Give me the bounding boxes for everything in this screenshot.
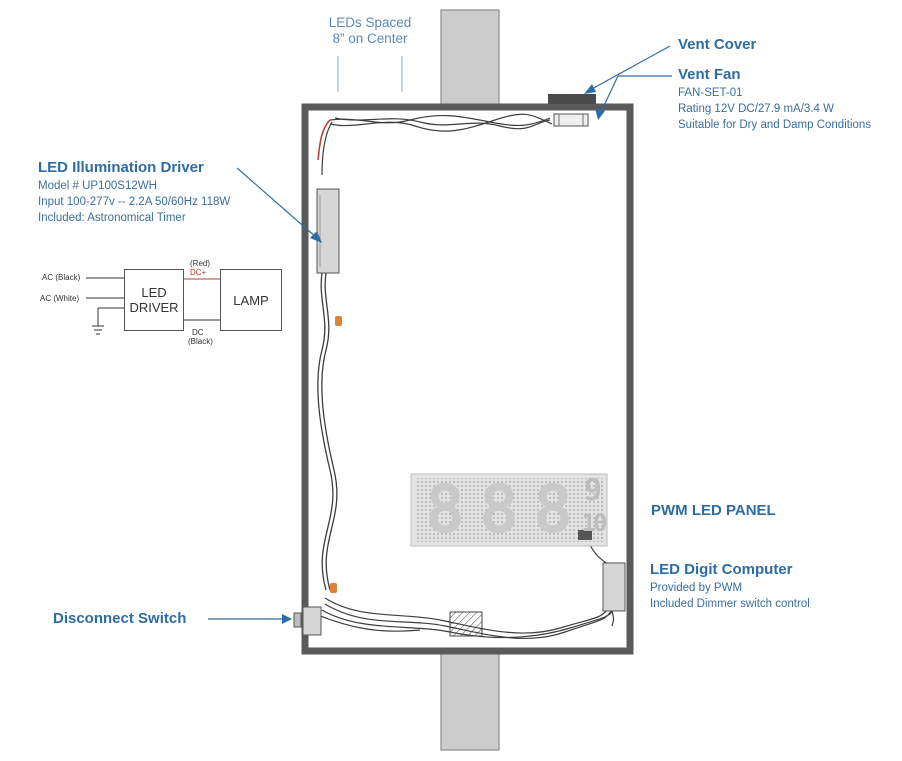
- panel-fraction-bottom: 10: [581, 509, 608, 537]
- pwm-panel-title: PWM LED PANEL: [651, 502, 776, 519]
- digit-computer-title: LED Digit Computer: [650, 561, 793, 578]
- red-label: (Red): [190, 259, 211, 268]
- lamp-box-label: LAMP: [233, 292, 269, 308]
- led-driver-box: LED DRIVER: [124, 269, 184, 331]
- digit-computer-line: Provided by PWM: [650, 582, 743, 594]
- panel-digit: 8: [533, 471, 573, 548]
- vent-cover-title: Vent Cover: [678, 36, 757, 53]
- left-cable-run: [317, 272, 338, 591]
- disconnect-switch-box: [302, 606, 322, 636]
- lamp-box: LAMP: [220, 269, 282, 331]
- disconnect-switch-title: Disconnect Switch: [53, 610, 187, 627]
- pole-top: [440, 9, 500, 107]
- vent-fan-title: Vent Fan: [678, 66, 741, 83]
- led-driver-box-line2: DRIVER: [129, 300, 179, 315]
- led-digit-computer-unit: [602, 562, 626, 612]
- top-led-wire-bundle: [329, 113, 553, 132]
- vent-fan: [553, 113, 589, 127]
- panel-fraction-top: 9: [583, 473, 603, 508]
- pole-bottom: [440, 653, 500, 751]
- leds-spacing-label: LEDs Spaced 8” on Center: [300, 15, 440, 47]
- vent-fan-line: Rating 12V DC/27.9 mA/3.4 W: [678, 103, 834, 115]
- vent-fan-line: Suitable for Dry and Damp Conditions: [678, 119, 872, 131]
- led-driver-line: Model # UP100S12WH: [38, 180, 157, 192]
- vent-fan-line: FAN-SET-01: [678, 87, 743, 99]
- black-label: (Black): [188, 337, 213, 346]
- panel-digit: 8: [425, 471, 465, 548]
- callout-leaders: [208, 45, 672, 624]
- dc-label: DC: [192, 328, 204, 337]
- led-driver-title: LED Illumination Driver: [38, 159, 204, 176]
- led-driver-box-line1: LED: [141, 285, 167, 300]
- led-driver-line: Input 100-277v -- 2.2A 50/60Hz 118W: [38, 196, 231, 208]
- led-driver-callout: LED Illumination Driver Model # UP100S12…: [38, 159, 230, 226]
- led-driver-line: Included: Astronomical Timer: [38, 212, 186, 224]
- wire-connector: [330, 583, 337, 593]
- ac-black-label: AC (Black): [42, 273, 81, 282]
- wire-connector: [335, 316, 342, 326]
- cabinet-frame: [301, 103, 634, 655]
- ac-white-label: AC (White): [40, 294, 80, 303]
- panel-digit: 8: [479, 471, 519, 548]
- digit-computer-callout: LED Digit Computer Provided by PWM Inclu…: [650, 561, 810, 612]
- leds-spacing-line2: 8” on Center: [332, 31, 408, 46]
- vent-cover: [548, 94, 596, 104]
- vent-fan-callout: Vent Fan FAN-SET-01 Rating 12V DC/27.9 m…: [678, 66, 871, 133]
- bottom-wire-bundle: [317, 597, 617, 640]
- pwm-panel-connector: [578, 530, 592, 540]
- disconnect-switch-lever: [293, 612, 302, 628]
- digit-computer-line: Included Dimmer switch control: [650, 598, 810, 610]
- leds-spacing-line1: LEDs Spaced: [328, 15, 412, 30]
- dc-plus-label: DC+: [190, 268, 207, 277]
- hatched-junction: [449, 611, 483, 637]
- wiring-schematic: [86, 277, 220, 335]
